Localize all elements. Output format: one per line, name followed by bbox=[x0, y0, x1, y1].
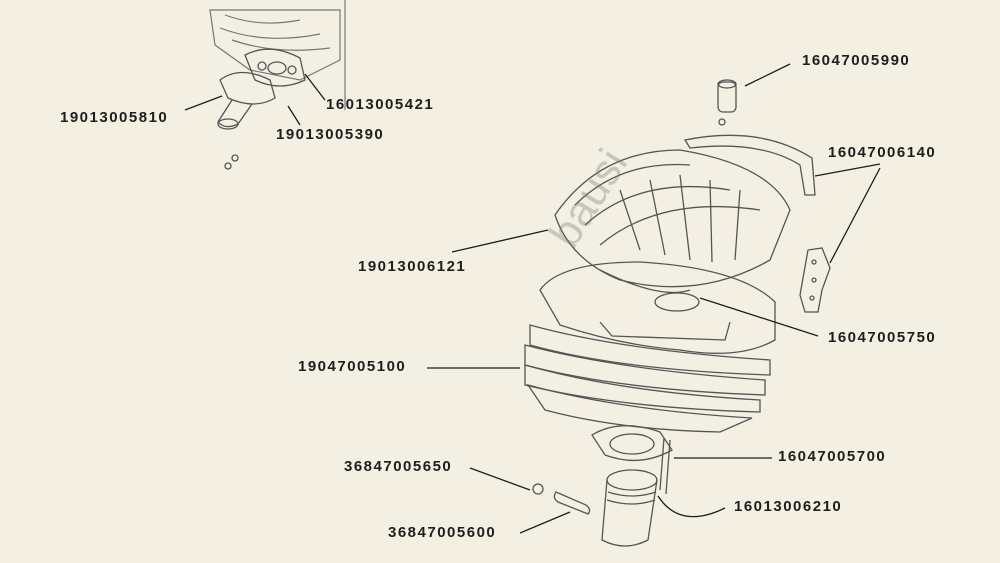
cylinder-head-drawing bbox=[554, 149, 791, 294]
label-manifold-gasket: 16013005421 bbox=[326, 96, 435, 113]
label-cylinder: 19047005100 bbox=[298, 358, 407, 375]
label-piston-pin: 36847005600 bbox=[388, 524, 497, 541]
head-gasket-drawing bbox=[654, 292, 700, 312]
head-clip-drawing bbox=[683, 134, 831, 313]
label-manifold-gasket-2: 19013005390 bbox=[276, 126, 385, 143]
manifold-gasket-drawing bbox=[244, 48, 306, 87]
label-circlip: 36847005650 bbox=[344, 458, 453, 475]
intake-manifold-drawing bbox=[217, 71, 276, 170]
label-head-clips: 16047006140 bbox=[828, 144, 937, 161]
pin-top-drawing bbox=[717, 79, 737, 126]
base-gasket-drawing bbox=[591, 425, 673, 495]
cylinder-drawing bbox=[524, 261, 776, 433]
label-piston: 16013006210 bbox=[734, 498, 843, 515]
label-base-gasket: 16047005700 bbox=[778, 448, 887, 465]
piston-drawing bbox=[601, 469, 658, 547]
engine-fragment bbox=[209, 0, 346, 110]
circlip-pin-drawing bbox=[532, 483, 591, 515]
label-head-gasket: 16047005750 bbox=[828, 329, 937, 346]
label-cylinder-head: 19013006121 bbox=[358, 258, 467, 275]
label-pin-top: 16047005990 bbox=[802, 52, 911, 69]
label-intake-manifold: 19013005810 bbox=[60, 109, 169, 126]
leader-lines bbox=[184, 63, 881, 534]
